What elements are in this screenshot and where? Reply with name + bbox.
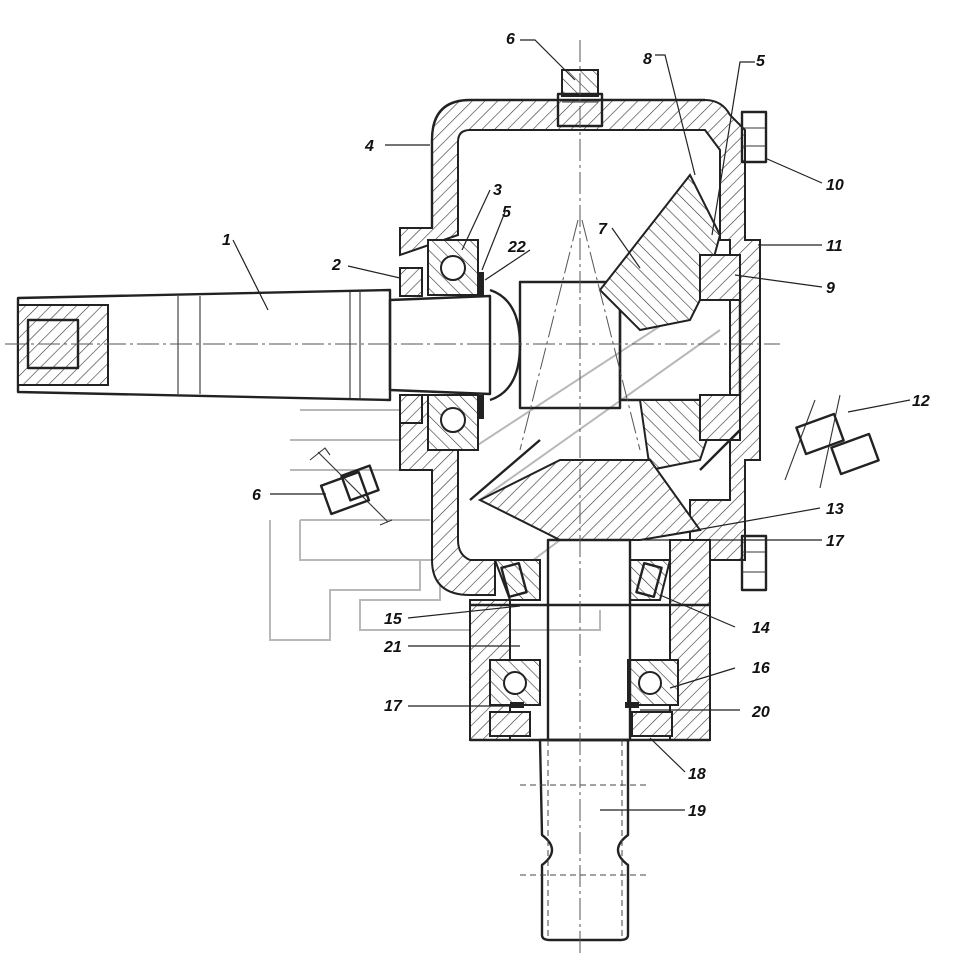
label-9: 9 xyxy=(826,280,835,297)
label-14: 14 xyxy=(752,620,770,637)
cover-bolt-top xyxy=(740,110,768,164)
label-1: 1 xyxy=(222,232,231,249)
cover-bolt-bottom xyxy=(740,534,768,592)
output-taper-bearing xyxy=(493,559,672,601)
leader-lines xyxy=(232,39,911,811)
input-bearing xyxy=(399,239,484,451)
part-labels: 1 2 3 4 5 5 6 6 7 8 9 10 11 12 13 14 15 … xyxy=(222,31,930,820)
housing xyxy=(399,98,761,596)
label-16: 16 xyxy=(752,660,770,677)
key-detail-left xyxy=(309,447,393,526)
label-2: 2 xyxy=(331,257,341,274)
label-7: 7 xyxy=(598,221,608,238)
label-19: 19 xyxy=(688,803,706,820)
centre-lines xyxy=(5,40,780,955)
label-6-left: 6 xyxy=(252,487,261,504)
label-4: 4 xyxy=(364,138,374,155)
label-18: 18 xyxy=(688,766,706,783)
label-3: 3 xyxy=(493,182,502,199)
label-11: 11 xyxy=(826,238,843,255)
label-17-left: 17 xyxy=(384,698,403,715)
output-ball-bearing xyxy=(489,659,679,737)
label-20: 20 xyxy=(751,704,770,721)
input-shaft xyxy=(16,280,742,410)
screw-detail-right xyxy=(784,394,880,489)
right-bearing xyxy=(699,254,741,441)
label-22: 22 xyxy=(507,239,526,256)
label-12: 12 xyxy=(912,393,930,410)
output-shaft xyxy=(520,538,650,942)
label-8: 8 xyxy=(643,51,652,68)
label-21: 21 xyxy=(383,639,402,656)
label-5-right: 5 xyxy=(756,53,766,70)
label-6-top: 6 xyxy=(506,31,515,48)
label-10: 10 xyxy=(826,177,844,194)
label-13: 13 xyxy=(826,501,844,518)
label-5-left: 5 xyxy=(502,204,512,221)
label-15: 15 xyxy=(384,611,403,628)
label-17-right: 17 xyxy=(826,533,845,550)
